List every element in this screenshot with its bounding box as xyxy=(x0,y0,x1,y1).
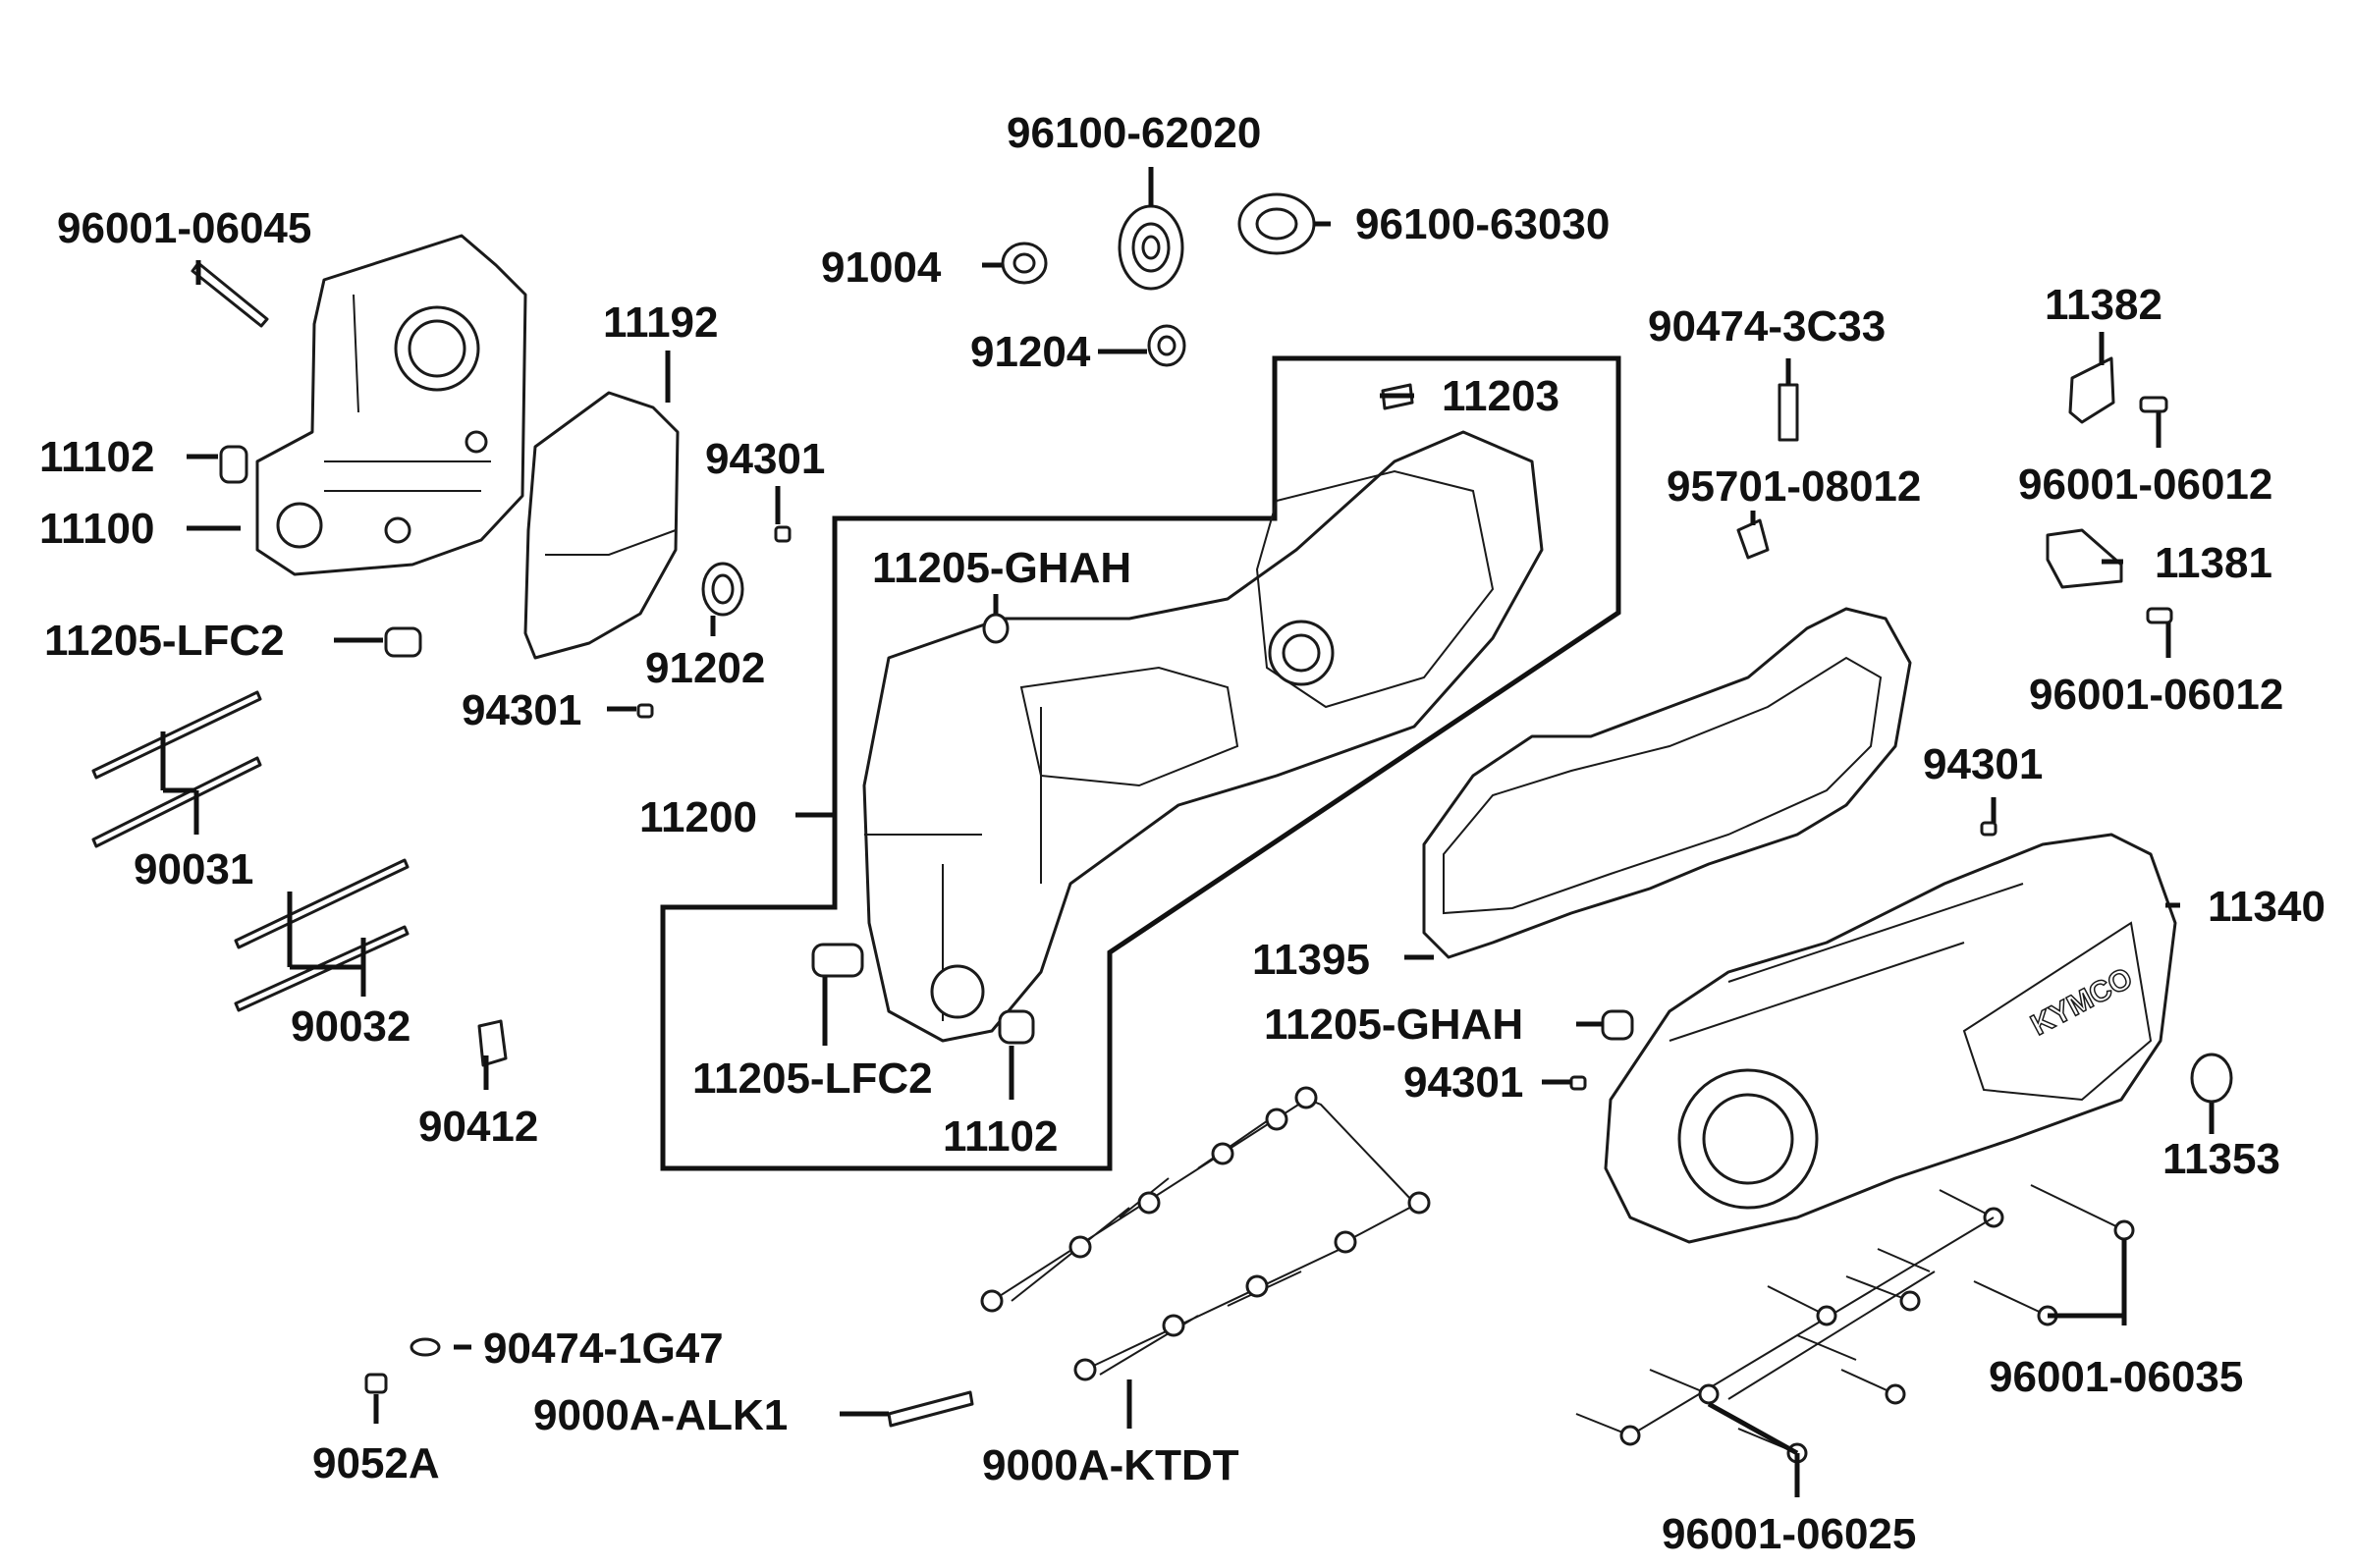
part-label-94301: 94301 xyxy=(705,435,825,483)
cap-part xyxy=(2190,1053,2233,1104)
bushing-part xyxy=(1601,1009,1634,1041)
bushing-part xyxy=(811,943,864,978)
part-label-9000a-ktdt: 9000A-KTDT xyxy=(982,1441,1239,1489)
part-label-94301: 94301 xyxy=(462,686,581,734)
part-label-11203: 11203 xyxy=(1442,372,1560,420)
part-label-95701-08012: 95701-08012 xyxy=(1667,462,1921,511)
bolt-set-9000a-ktdt-part xyxy=(980,1086,1431,1381)
part-label-11200: 11200 xyxy=(639,793,757,841)
stud-bolt-part xyxy=(91,690,262,848)
part-label-96001-06012: 96001-06012 xyxy=(2018,460,2272,509)
main-crankcase-part xyxy=(862,430,1544,1043)
nut-part xyxy=(364,1373,388,1394)
dowel-94301-part xyxy=(774,525,792,543)
bolt-part xyxy=(191,261,269,328)
part-label-94301: 94301 xyxy=(1923,740,2043,788)
dowel-pin-part xyxy=(219,445,248,484)
gasket-part xyxy=(523,391,680,660)
clip-part xyxy=(1736,518,1770,560)
part-label-96001-06045: 96001-06045 xyxy=(57,204,311,252)
left-crankcase-part xyxy=(255,234,527,576)
bushing-part xyxy=(384,626,422,658)
part-label-96100-63030: 96100-63030 xyxy=(1355,200,1610,248)
stud-bolt-part xyxy=(234,858,410,1012)
bearing-part xyxy=(1118,204,1184,291)
part-label-11205-lfc2: 11205-LFC2 xyxy=(44,617,285,665)
bearing-part xyxy=(1001,242,1048,285)
oil-seal-part xyxy=(1147,324,1186,367)
part-label-11100: 11100 xyxy=(39,505,155,553)
part-label-11205-ghah: 11205-GHAH xyxy=(872,544,1131,592)
part-label-94301: 94301 xyxy=(1403,1058,1523,1107)
part-label-9000a-alk1: 9000A-ALK1 xyxy=(533,1391,788,1439)
part-label-11205-lfc2: 11205-LFC2 xyxy=(692,1054,933,1103)
part-label-96100-62020: 96100-62020 xyxy=(1007,109,1261,157)
bearing-part xyxy=(1237,192,1316,255)
part-label-90474-1g47: 90474-1G47 xyxy=(483,1325,724,1373)
part-label-11382: 11382 xyxy=(2045,281,2162,329)
bolt-set-9000a-alk1-part xyxy=(887,1390,974,1428)
part-label-11340: 11340 xyxy=(2208,883,2326,931)
transmission-cover-part: KYMCO xyxy=(1604,833,2177,1244)
part-label-11102: 11102 xyxy=(39,433,155,481)
part-label-11381: 11381 xyxy=(2155,539,2272,587)
dowel-94301-part xyxy=(1569,1075,1587,1091)
part-label-11102: 11102 xyxy=(943,1112,1059,1161)
bracket-11382-part xyxy=(2068,356,2115,424)
dowel-94301-part xyxy=(1980,821,1997,837)
part-label-96001-06035: 96001-06035 xyxy=(1989,1353,2243,1401)
pin-part xyxy=(1778,383,1799,442)
bolt-part xyxy=(2139,396,2168,413)
part-label-90412: 90412 xyxy=(418,1103,538,1151)
part-label-91202: 91202 xyxy=(645,644,765,692)
crankcase-group-outline xyxy=(660,355,1621,1171)
part-label-91204: 91204 xyxy=(970,328,1091,376)
bolt-set-96001-06035-part xyxy=(1877,1184,2135,1326)
part-label-11395: 11395 xyxy=(1252,936,1370,984)
part-label-11353: 11353 xyxy=(2162,1135,2280,1183)
part-label-90031: 90031 xyxy=(134,845,253,893)
part-label-90474-3c33: 90474-3C33 xyxy=(1648,302,1886,351)
part-label-96001-06025: 96001-06025 xyxy=(1662,1510,1916,1558)
washer-part xyxy=(410,1337,441,1357)
bolt-part xyxy=(2146,607,2173,624)
fitting-part xyxy=(477,1019,508,1067)
bolt-set-96001-06025-part xyxy=(1575,1217,1995,1464)
part-label-11192: 11192 xyxy=(603,298,719,347)
bushing-part xyxy=(982,613,1010,644)
part-label-91004: 91004 xyxy=(821,243,942,292)
dowel-pin-part xyxy=(998,1009,1035,1045)
part-label-11205-ghah: 11205-GHAH xyxy=(1264,1000,1523,1049)
cover-gasket-part xyxy=(1422,607,1912,959)
part-label-9052a: 9052A xyxy=(312,1439,440,1487)
leader-lines xyxy=(160,167,2215,1497)
bracket-11381-part xyxy=(2046,528,2123,589)
dowel-94301-part xyxy=(636,703,654,719)
part-label-96001-06012: 96001-06012 xyxy=(2029,671,2283,719)
part-label-90032: 90032 xyxy=(291,1002,410,1051)
